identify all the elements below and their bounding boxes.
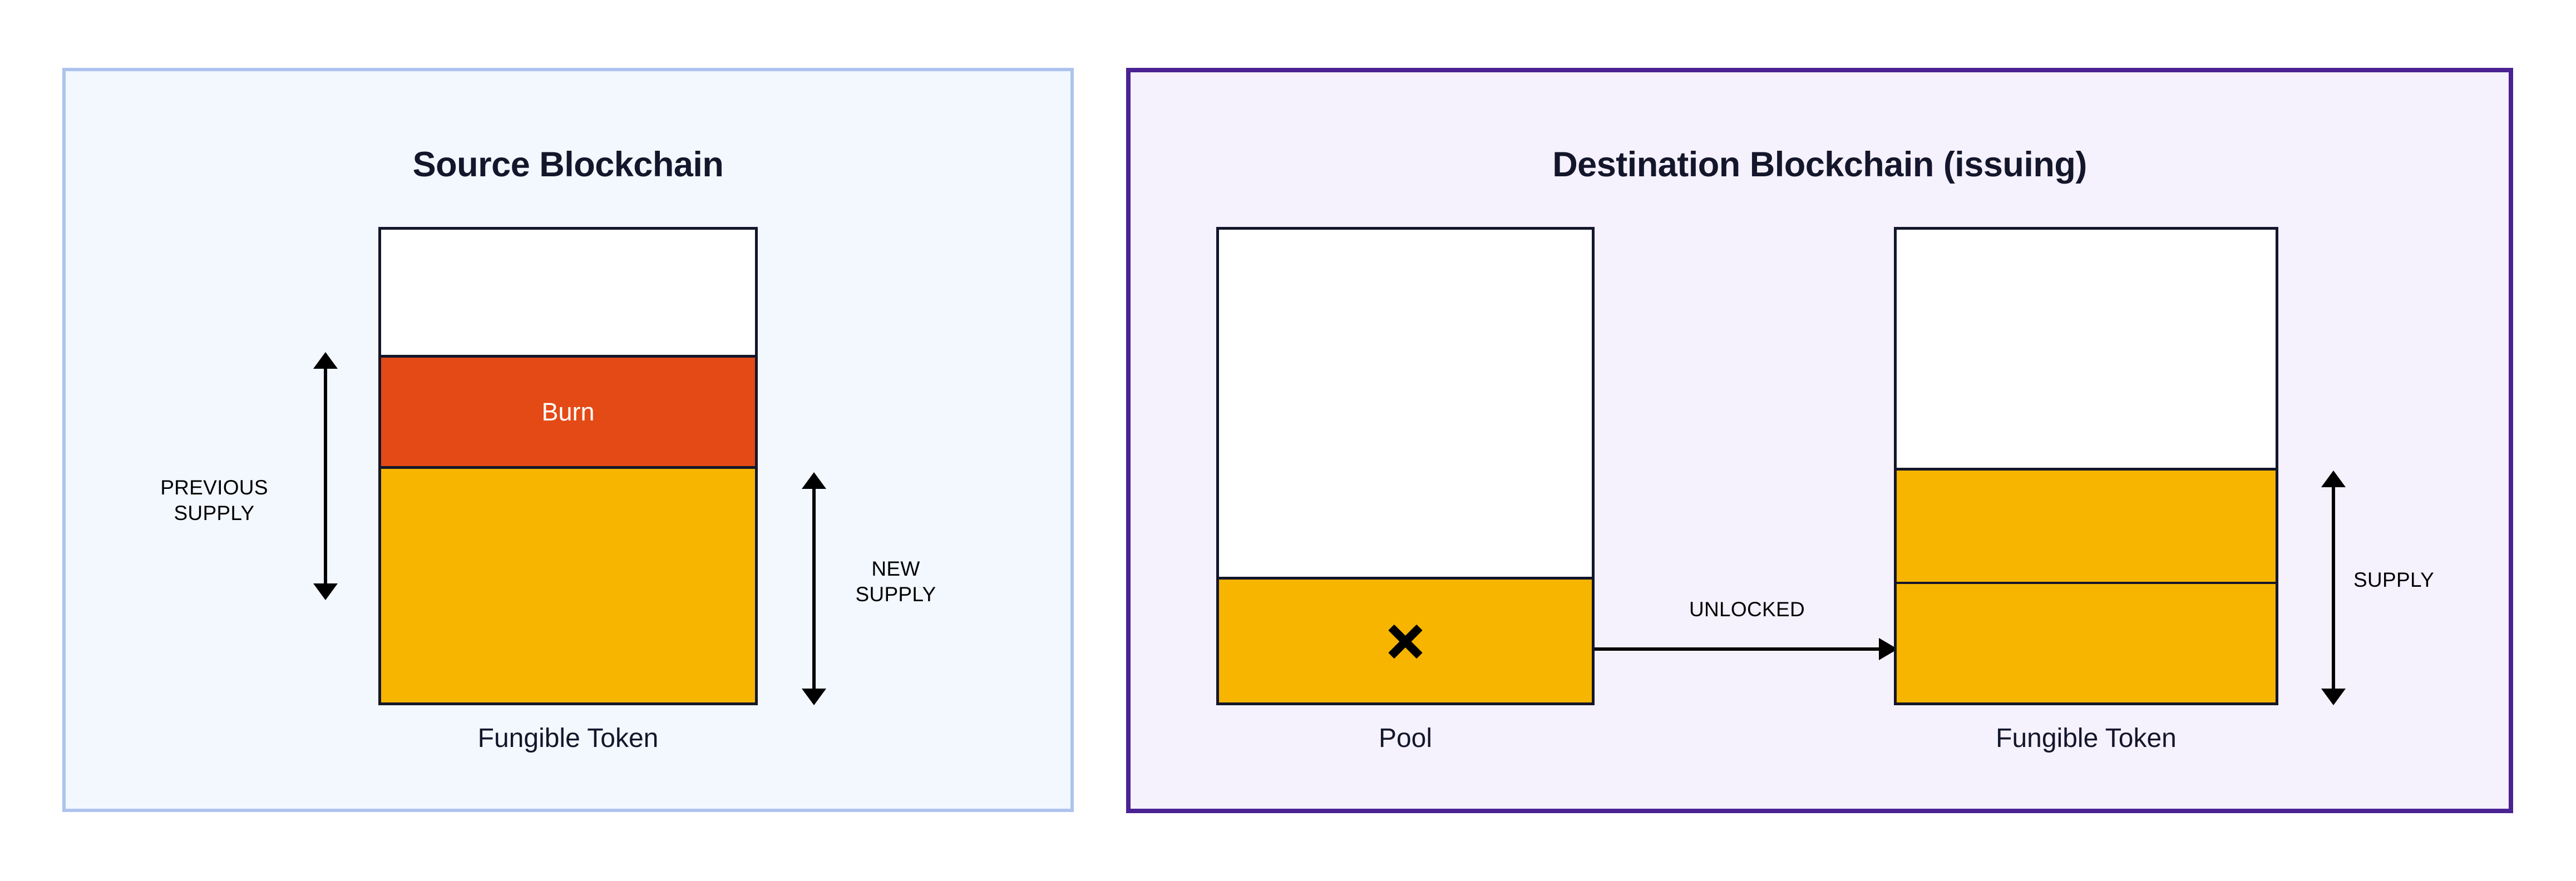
token-existing-segment: [1897, 468, 2276, 582]
arrow-head-down-icon: [802, 689, 826, 705]
unlocked-flow-label: UNLOCKED: [1689, 598, 1805, 621]
arrow-shaft: [2332, 483, 2335, 693]
arrow-shaft: [812, 484, 816, 693]
previous-supply-arrow: [313, 352, 338, 600]
burn-segment: Burn: [381, 355, 755, 469]
source-fungible-token-bar: Burn: [378, 227, 758, 705]
arrow-shaft: [1595, 647, 1881, 651]
previous-supply-label: PREVIOUS SUPPLY: [160, 476, 268, 525]
unlocked-flow-arrow: [1595, 638, 1898, 660]
destination-bar-caption: Fungible Token: [1996, 724, 2177, 753]
supply-arrow: [2321, 471, 2346, 705]
new-supply-label: NEW SUPPLY: [855, 557, 936, 606]
token-newly-unlocked-segment: [1897, 582, 2276, 702]
arrow-shaft: [324, 364, 327, 588]
arrow-head-down-icon: [2321, 689, 2346, 705]
source-panel-title: Source Blockchain: [412, 145, 724, 184]
destination-panel-title: Destination Blockchain (issuing): [1552, 145, 2087, 184]
supply-label: SUPPLY: [2353, 568, 2435, 591]
pool-bar: [1216, 227, 1595, 705]
pool-bar-caption: Pool: [1378, 724, 1433, 753]
destination-fungible-token-bar: [1894, 227, 2278, 705]
new-supply-arrow: [802, 472, 826, 705]
burn-segment-label: Burn: [541, 397, 595, 426]
source-bar-caption: Fungible Token: [477, 724, 659, 753]
source-remaining-supply-segment: [381, 469, 755, 702]
x-mark-icon: [1385, 621, 1425, 661]
arrow-head-down-icon: [313, 583, 338, 600]
pool-locked-segment: [1219, 577, 1592, 702]
